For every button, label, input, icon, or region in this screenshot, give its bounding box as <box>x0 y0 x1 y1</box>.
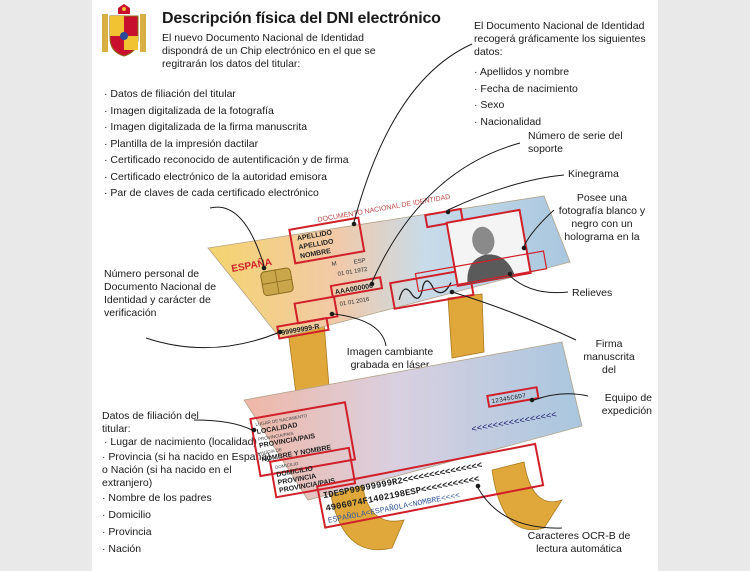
list-item: Par de claves de cada certificado electr… <box>104 185 384 202</box>
graphic-data-list: Apellidos y nombre Fecha de nacimiento S… <box>474 64 654 130</box>
list-item: Fecha de nacimiento <box>474 81 654 98</box>
list-item: Apellidos y nombre <box>474 64 654 81</box>
back-parents-label: HIJO/A DE <box>260 447 282 456</box>
list-item: Provincia (si ha nacido en España) o Nac… <box>102 451 278 490</box>
list-item: Certificado electrónico de la autoridad … <box>104 169 384 186</box>
list-item: Datos de filiación del titular <box>104 86 384 103</box>
kinegram-box <box>424 207 464 229</box>
label-serial: Número de serie del soporte <box>528 130 623 155</box>
label-laser-image: Imagen cambiante grabada en láser <box>346 346 434 371</box>
label-personal-number: Número personal de Documento Nacional de… <box>104 268 217 319</box>
card-sex: M <box>331 261 337 268</box>
label-photo: Posee una fotografía blanco y negro con … <box>558 192 646 243</box>
coat-of-arms-icon <box>102 4 146 57</box>
address-box <box>268 446 357 499</box>
graphic-intro-text: El Documento Nacional de Identidad recog… <box>474 20 646 58</box>
signature-icon <box>398 280 452 301</box>
label-kinegram: Kinegrama <box>568 168 619 180</box>
list-item: Lugar de nacimiento (localidad) <box>102 436 278 449</box>
label-reliefs: Relieves <box>572 287 613 299</box>
label-issuing-team: Equipo de expedición <box>601 392 652 417</box>
list-item: Plantilla de la impresión dactilar <box>104 136 384 153</box>
list-item: Nacionalidad <box>474 114 654 131</box>
card-back: LUGAR DE NACIMIENTO LOCALIDAD PROVINCIA/… <box>243 341 583 529</box>
back-data-list: Lugar de nacimiento (localidad) Provinci… <box>102 436 278 556</box>
list-item: Imagen digitalizada de la firma manuscri… <box>104 119 384 136</box>
back-address-label: DOMICILIO <box>275 461 300 470</box>
card-front: DOCUMENTO NACIONAL DE IDENTIDAD ESPAÑA A… <box>207 194 571 340</box>
relief-box <box>414 250 548 293</box>
intro-text: El nuevo Documento Nacional de Identidad… <box>162 32 376 70</box>
dni-card-illustration: DOCUMENTO NACIONAL DE IDENTIDAD ESPAÑA A… <box>145 43 589 551</box>
list-item: Provincia <box>102 526 278 539</box>
list-item: Nación <box>102 543 278 556</box>
mrz-box <box>316 442 545 529</box>
list-item: Certificado reconocido de autentificació… <box>104 152 384 169</box>
diagram-page: Descripción física del DNI electrónico E… <box>92 0 658 571</box>
name-field-box <box>288 216 366 265</box>
callout-lines <box>145 43 589 529</box>
birth-data-box <box>249 401 357 478</box>
list-item: Imagen digitalizada de la fotografía <box>104 103 384 120</box>
label-signature: Firma manuscrita del <box>583 338 635 376</box>
issuing-team-box <box>486 386 540 408</box>
card-birth-date: 01 01 1972 <box>337 267 368 278</box>
page-title: Descripción física del DNI electrónico <box>162 10 441 27</box>
back-province-label: PROVINCIA/PAIS <box>258 431 294 442</box>
list-item: Sexo <box>474 97 654 114</box>
list-item: Domicilio <box>102 509 278 522</box>
back-intro-text: Datos de filiación del titular: <box>102 410 199 435</box>
card-expiry: 01 01 2016 <box>339 297 370 308</box>
chip-icon <box>260 267 294 297</box>
chip-data-list: Datos de filiación del titular Imagen di… <box>104 86 384 202</box>
serial-box <box>329 276 384 298</box>
label-ocr: Caracteres OCR-B de lectura automática <box>527 530 631 555</box>
list-item: Nombre de los padres <box>102 492 278 505</box>
card-nationality: ESP <box>353 258 366 266</box>
